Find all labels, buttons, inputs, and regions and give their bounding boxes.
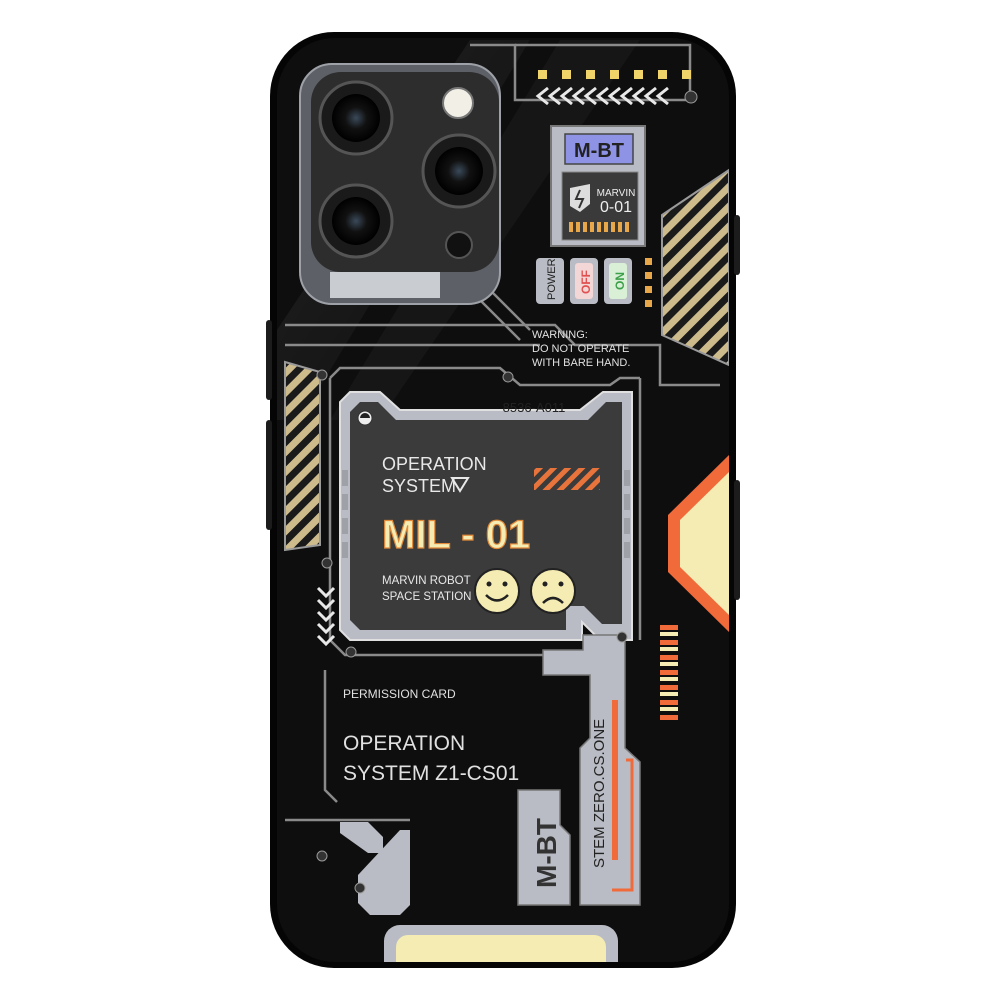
- model-name: MIL - 01: [382, 513, 530, 557]
- triangle-down-icon: [450, 477, 470, 493]
- screw-icon: [502, 371, 514, 383]
- side-button: [266, 420, 272, 530]
- serial-number: 8536-A011: [503, 400, 566, 415]
- side-bar-panel: STEM ZERO.CS.ONE: [542, 631, 641, 906]
- screw-icon: [316, 369, 328, 381]
- camera-lens: [318, 183, 394, 259]
- screw-icon: [684, 90, 698, 104]
- stripe-panel: [661, 168, 729, 367]
- screw-icon: [316, 850, 328, 862]
- warning-text: WARNING: DO NOT OPERATE WITH BARE HAND.: [532, 329, 632, 369]
- screw-icon: [345, 646, 357, 658]
- camera-module: [299, 63, 501, 305]
- stripe-panel: [284, 360, 321, 552]
- module-code: 0-01: [600, 199, 632, 216]
- off-label: OFF: [579, 270, 593, 294]
- os-title: OPERATION SYSTEM: [382, 454, 492, 496]
- camera-lens: [421, 133, 497, 209]
- mbt-vertical-block: M-BT: [517, 789, 571, 906]
- mbt-module: M-BT MARVIN 0-01: [550, 125, 646, 247]
- module-brand: MARVIN: [597, 188, 636, 199]
- indicator-dots: [538, 70, 691, 79]
- flash-icon: [442, 87, 474, 119]
- card-system-text: OPERATION SYSTEM Z1-CS01: [343, 732, 519, 785]
- switch-panel: POWER OFF ON: [536, 258, 632, 304]
- vertical-system-text: STEM ZERO.CS.ONE: [591, 719, 608, 868]
- power-label: POWER: [546, 258, 558, 300]
- side-button: [734, 215, 740, 275]
- vertical-mbt-label: M-BT: [531, 818, 562, 888]
- cream-panel: [668, 455, 729, 632]
- orange-hazard-stripes: [534, 468, 600, 490]
- screw-icon: [354, 882, 366, 894]
- on-label: ON: [613, 272, 627, 290]
- corner-brackets: [340, 822, 410, 915]
- side-button: [266, 320, 272, 400]
- orange-bars: [660, 625, 678, 720]
- chevron-left-icon: [535, 86, 669, 106]
- permission-card-label: PERMISSION CARD: [343, 687, 456, 701]
- screw-icon: [321, 557, 333, 569]
- smiley-face-icon: [474, 568, 520, 614]
- station-subtitle: MARVIN ROBOT SPACE STATION: [382, 575, 474, 603]
- side-button: [734, 480, 740, 600]
- sad-face-icon: [530, 568, 576, 614]
- display-panel: 8536-A011 OPERATION SYSTEM MIL - 01 MARV…: [339, 391, 633, 641]
- module-label: M-BT: [574, 140, 624, 162]
- microphone-hole: [445, 231, 473, 259]
- screw-icon: [616, 631, 628, 643]
- chevron-down-icon: [316, 586, 336, 647]
- camera-lens: [318, 80, 394, 156]
- bottom-tab: [384, 925, 618, 962]
